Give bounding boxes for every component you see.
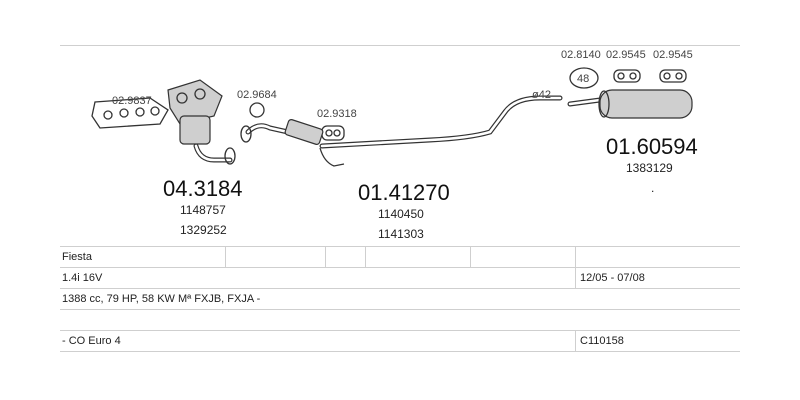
table-row-details: 1388 cc, 79 HP, 58 KW Mª FXJB, FXJA - — [60, 289, 740, 310]
divider — [225, 247, 226, 267]
middle-pipe-drawing — [240, 95, 563, 167]
divider — [575, 268, 576, 288]
label-manifold-code: 04.3184 — [163, 176, 243, 201]
divider — [365, 247, 366, 267]
cell-catalog-no: C110158 — [580, 335, 624, 347]
manifold-gasket-drawing — [91, 97, 169, 129]
hanger-2-drawing — [613, 69, 641, 83]
label-hanger1: 02.8140 — [561, 49, 601, 61]
table-row-engine: 1.4i 16V 12/05 - 07/08 — [60, 268, 740, 289]
label-middle-ref1: 1140450 — [378, 207, 424, 221]
exhaust-diagram: 02.9837 04.3184 1148757 1329252 02.9684 … — [91, 49, 698, 241]
cell-model: Fiesta — [62, 251, 92, 263]
label-hanger3: 02.9545 — [653, 49, 693, 61]
cell-engine: 1.4i 16V — [62, 272, 103, 284]
label-rear-dot: . — [651, 181, 654, 195]
divider — [575, 331, 576, 351]
label-manifold-ref1: 1148757 — [180, 203, 226, 217]
cell-emission: - CO Euro 4 — [62, 335, 121, 347]
table-row-model: Fiesta — [60, 247, 740, 268]
label-middle-code: 01.41270 — [358, 180, 450, 205]
table-row-emission: - CO Euro 4 C110158 — [60, 331, 740, 352]
label-manifold-ref2: 1329252 — [180, 223, 227, 237]
hanger-3-drawing — [659, 69, 687, 83]
label-hanger1-badge: 48 — [577, 73, 589, 85]
label-gasket-manifold: 02.9837 — [112, 95, 152, 107]
top-separator — [60, 45, 740, 46]
table-row-blank — [60, 310, 740, 331]
divider — [470, 247, 471, 267]
manifold-catalyst-drawing — [167, 79, 236, 165]
vehicle-info-table: Fiesta 1.4i 16V 12/05 - 07/08 1388 cc, 7… — [60, 247, 740, 352]
divider — [325, 247, 326, 267]
label-rear-ref: 1383129 — [626, 161, 673, 175]
label-diameter: ø42 — [532, 89, 551, 101]
cell-details: 1388 cc, 79 HP, 58 KW Mª FXJB, FXJA - — [62, 293, 261, 305]
table-top-border — [60, 246, 740, 247]
label-flange-gasket: 02.9318 — [317, 108, 357, 120]
hanger-1-drawing — [569, 67, 599, 89]
rear-silencer-drawing — [567, 89, 693, 119]
divider — [575, 247, 576, 267]
cell-date-range: 12/05 - 07/08 — [580, 272, 645, 284]
label-middle-ref2: 1141303 — [378, 227, 424, 241]
label-rear-code: 01.60594 — [606, 134, 698, 159]
ring-gasket-drawing — [249, 102, 265, 118]
label-ring: 02.9684 — [237, 89, 277, 101]
label-hanger2: 02.9545 — [606, 49, 646, 61]
flange-gasket-drawing — [321, 125, 345, 141]
